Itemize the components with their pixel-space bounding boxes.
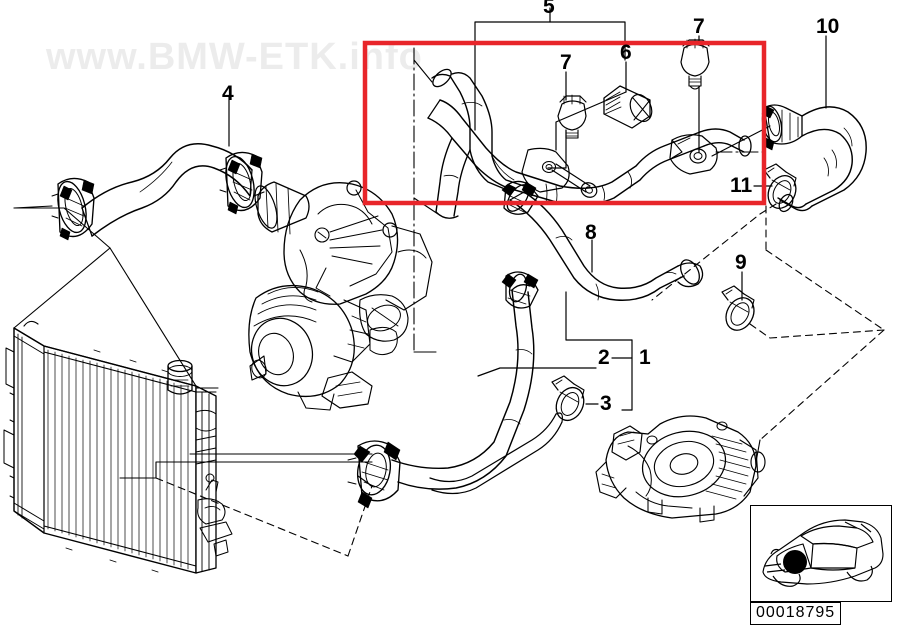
callout-label-11[interactable]: 11 xyxy=(730,174,753,197)
callout-label-10[interactable]: 10 xyxy=(816,15,840,38)
vehicle-thumbnail-frame xyxy=(750,505,892,602)
hex-bolt-7a-graphic xyxy=(557,94,587,139)
water-hose-2-graphic xyxy=(347,271,563,509)
screw-plug-6-graphic xyxy=(603,85,653,129)
callout-label-1[interactable]: 1 xyxy=(639,346,651,369)
hose-coupling-2-top xyxy=(501,271,539,309)
water-pump-thermostat-graphic xyxy=(248,180,433,411)
callout-label-8[interactable]: 8 xyxy=(585,221,597,244)
hose-coupling-left xyxy=(51,177,95,241)
vehicle-thumbnail xyxy=(762,519,884,587)
callout-label-9[interactable]: 9 xyxy=(735,251,747,274)
hose-clamp-3-graphic xyxy=(551,375,585,422)
hose-coupling-2-left xyxy=(347,440,401,509)
hose-coupling-right xyxy=(219,151,263,215)
hose-clamp-11-graphic xyxy=(763,163,797,209)
callout-label-7b[interactable]: 7 xyxy=(693,15,705,38)
callout-leaders xyxy=(228,7,827,411)
callout-label-3[interactable]: 3 xyxy=(600,392,612,415)
callout-label-7a[interactable]: 7 xyxy=(560,51,572,74)
part-id-box: 00018795 xyxy=(750,602,842,625)
location-dot xyxy=(783,550,807,574)
callout-label-4[interactable]: 4 xyxy=(222,82,234,105)
watermark: www.BMW-ETK.info xyxy=(46,36,423,78)
hex-bolt-7b-graphic xyxy=(680,38,710,90)
radiator-graphic xyxy=(3,320,233,574)
return-hose-10-graphic xyxy=(777,106,867,213)
callout-label-5[interactable]: 5 xyxy=(543,0,555,18)
hose-clamp-9-graphic xyxy=(721,285,755,331)
callout-label-2[interactable]: 2 xyxy=(598,346,610,369)
hose-coupling-10-graphic xyxy=(761,104,803,151)
assembly-reference-lines xyxy=(13,47,885,557)
upper-radiator-hose-graphic xyxy=(51,143,263,241)
coolant-pipe-assembly-graphic xyxy=(427,68,752,219)
callout-label-6[interactable]: 6 xyxy=(620,41,632,64)
pump-housing-graphic xyxy=(595,415,766,523)
